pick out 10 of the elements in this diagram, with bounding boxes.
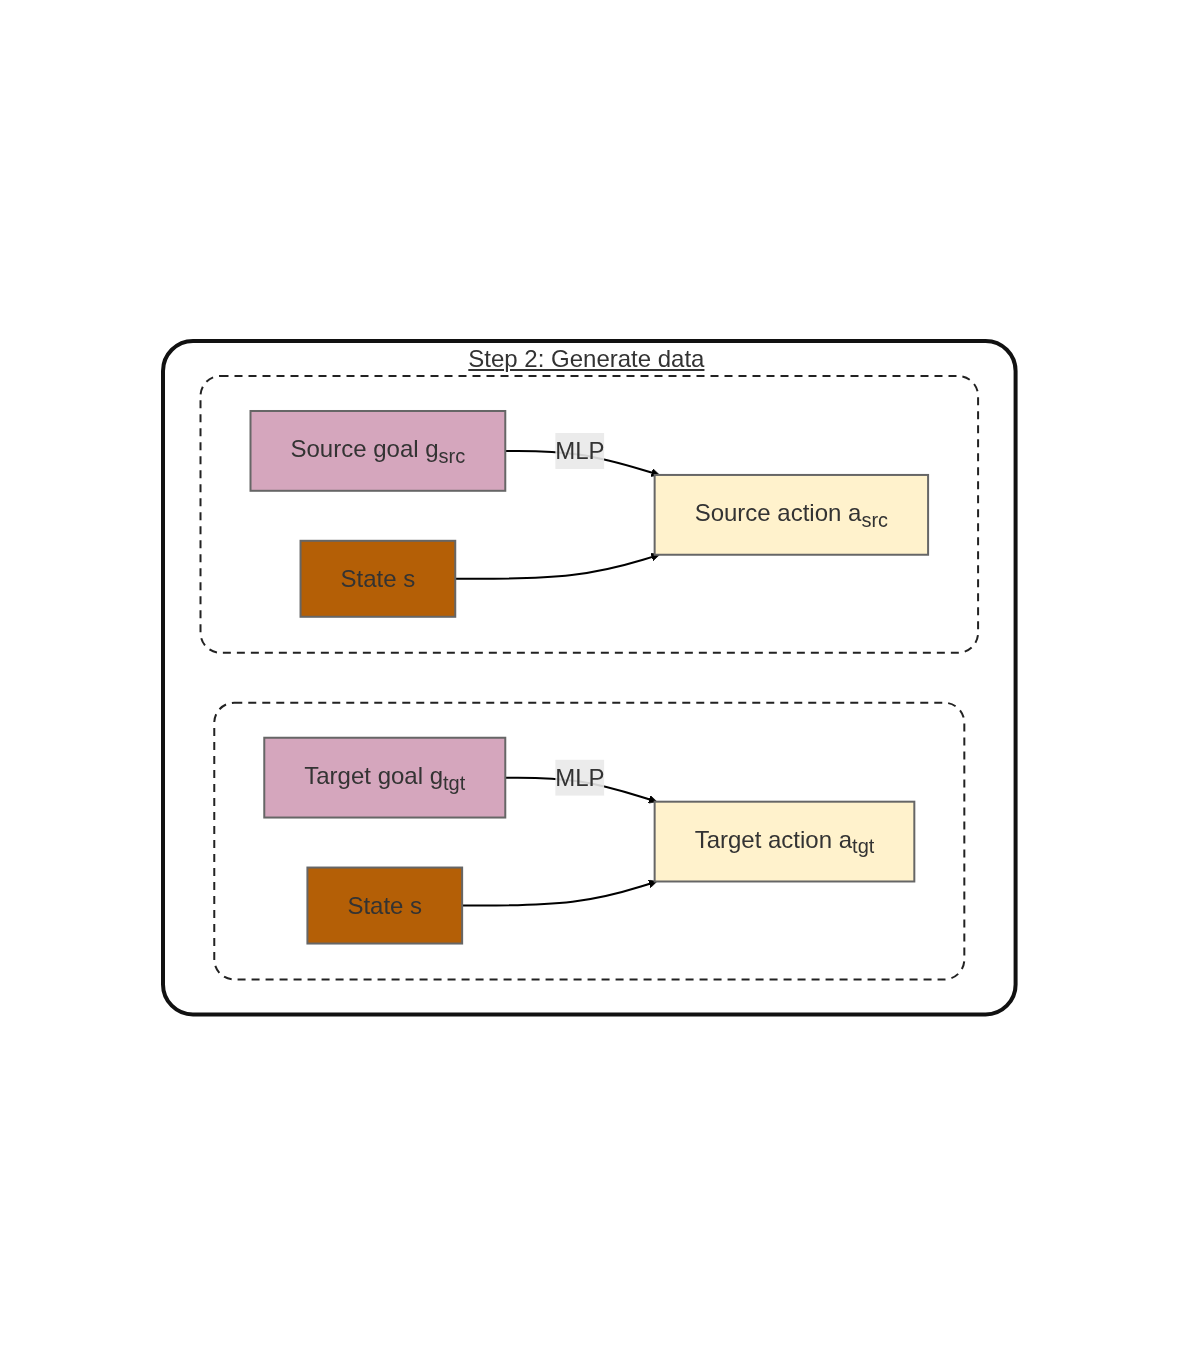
node-box: Source action a$_{src}$ [653, 473, 929, 556]
node-box: Source goal g$_{src}$ [249, 409, 506, 492]
cluster [199, 374, 979, 654]
cluster [212, 701, 966, 981]
edge-label: MLP [554, 436, 605, 464]
node-box: Target action a$_{tgt}$ [653, 800, 916, 883]
node-box: State s [299, 539, 456, 618]
node-box: Target goal g$_{tgt}$ [262, 736, 506, 819]
node-box: State s [306, 866, 463, 945]
edge-label: MLP [554, 763, 605, 791]
